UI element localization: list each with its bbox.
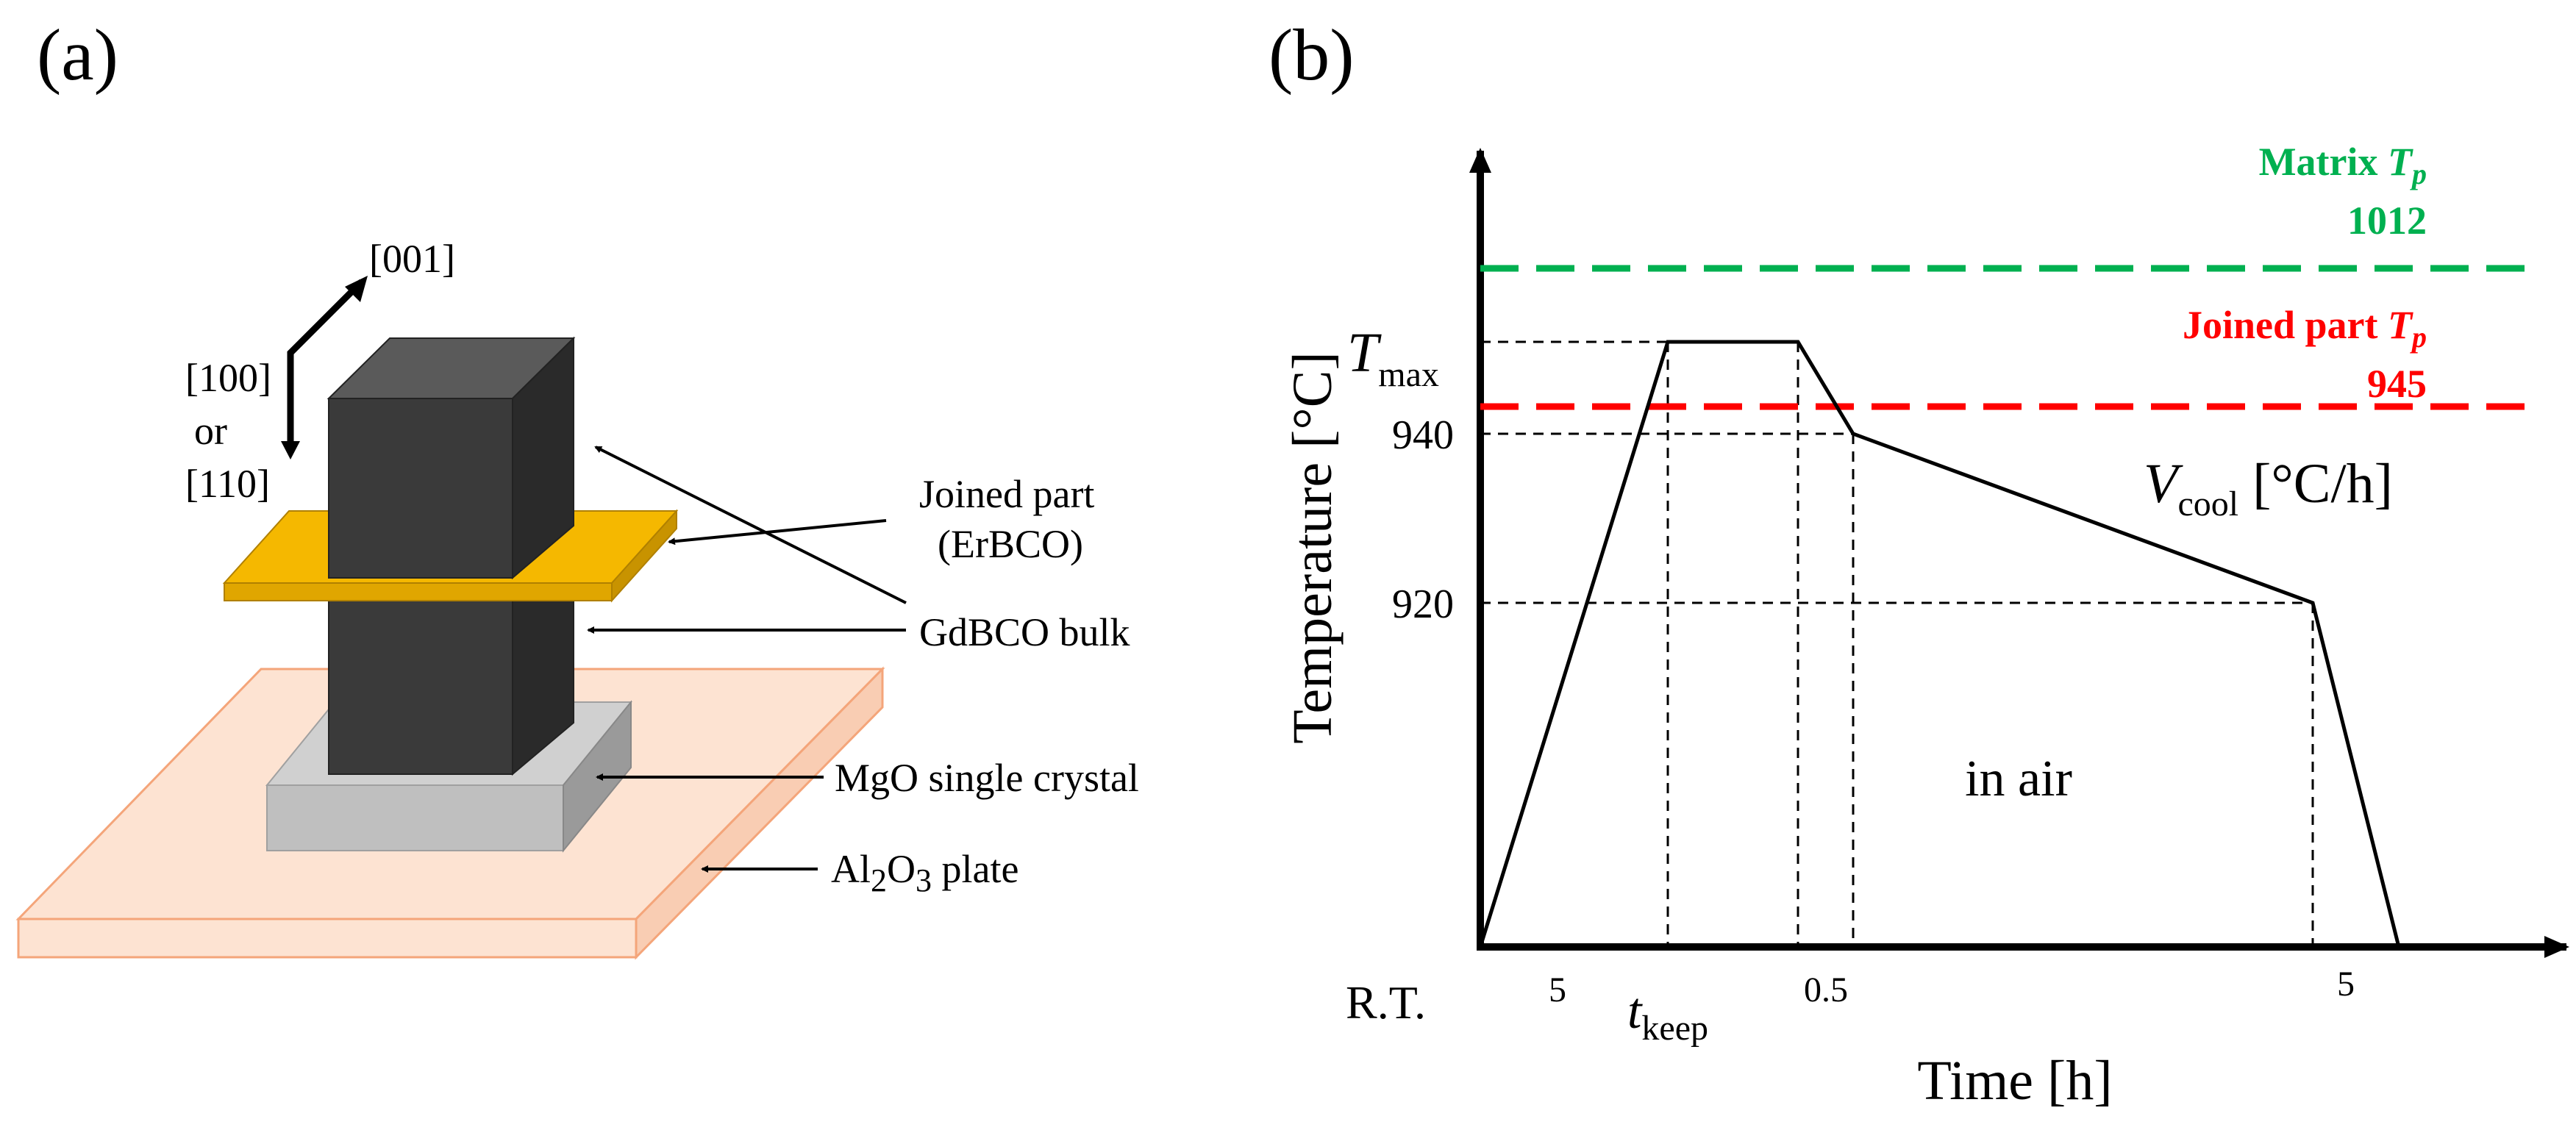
tkeep-label: tkeep xyxy=(1627,983,1708,1048)
joined-part-label-line1: Joined part xyxy=(919,472,1094,516)
x-label-05: 0.5 xyxy=(1804,970,1848,1009)
gdbco-upper-block xyxy=(327,336,576,580)
guide-lines xyxy=(1480,340,2314,947)
joined-part-label-line2: (ErBCO) xyxy=(938,522,1083,566)
direction-001-label: [001] xyxy=(369,237,455,281)
matrix-tp-label: Matrix Tp xyxy=(2259,140,2427,190)
tick-920: 920 xyxy=(1392,582,1454,627)
direction-110-label: [110] xyxy=(185,462,270,506)
al2o3-label: Al2O3 plate xyxy=(831,847,1018,898)
direction-arrows xyxy=(281,276,368,459)
tmax-label: Tmax xyxy=(1347,322,1439,394)
y-axis-title: Temperature [°C] xyxy=(1282,351,1344,744)
in-air-label: in air xyxy=(1965,751,2072,807)
joined-tp-label: Joined part Tp xyxy=(2183,303,2427,354)
panel-a: (a) xyxy=(15,14,1139,960)
matrix-tp-value: 1012 xyxy=(2347,199,2427,243)
joined-tp-value: 945 xyxy=(2367,362,2427,406)
gdbco-bulk-label: GdBCO bulk xyxy=(919,610,1130,654)
direction-100-label: [100] xyxy=(185,356,271,400)
rt-label: R.T. xyxy=(1346,976,1426,1029)
x-label-5b: 5 xyxy=(2337,965,2355,1004)
vcool-label: Vcool [°C/h] xyxy=(2144,453,2393,523)
mgo-label: MgO single crystal xyxy=(835,756,1139,800)
leader-arrows xyxy=(587,446,907,873)
gdbco-lower-block xyxy=(328,546,574,776)
direction-or-label: or xyxy=(194,409,227,453)
tick-940: 940 xyxy=(1392,412,1454,458)
panel-b: (b) Matrix Tp 1012 Joined part Tp 945 Tm… xyxy=(1269,14,2569,1112)
temperature-profile xyxy=(1478,340,2401,948)
x-axis-title: Time [h] xyxy=(1917,1050,2112,1112)
panel-a-label: (a) xyxy=(37,14,118,96)
panel-b-label: (b) xyxy=(1269,14,1355,96)
x-label-5a: 5 xyxy=(1549,970,1566,1009)
